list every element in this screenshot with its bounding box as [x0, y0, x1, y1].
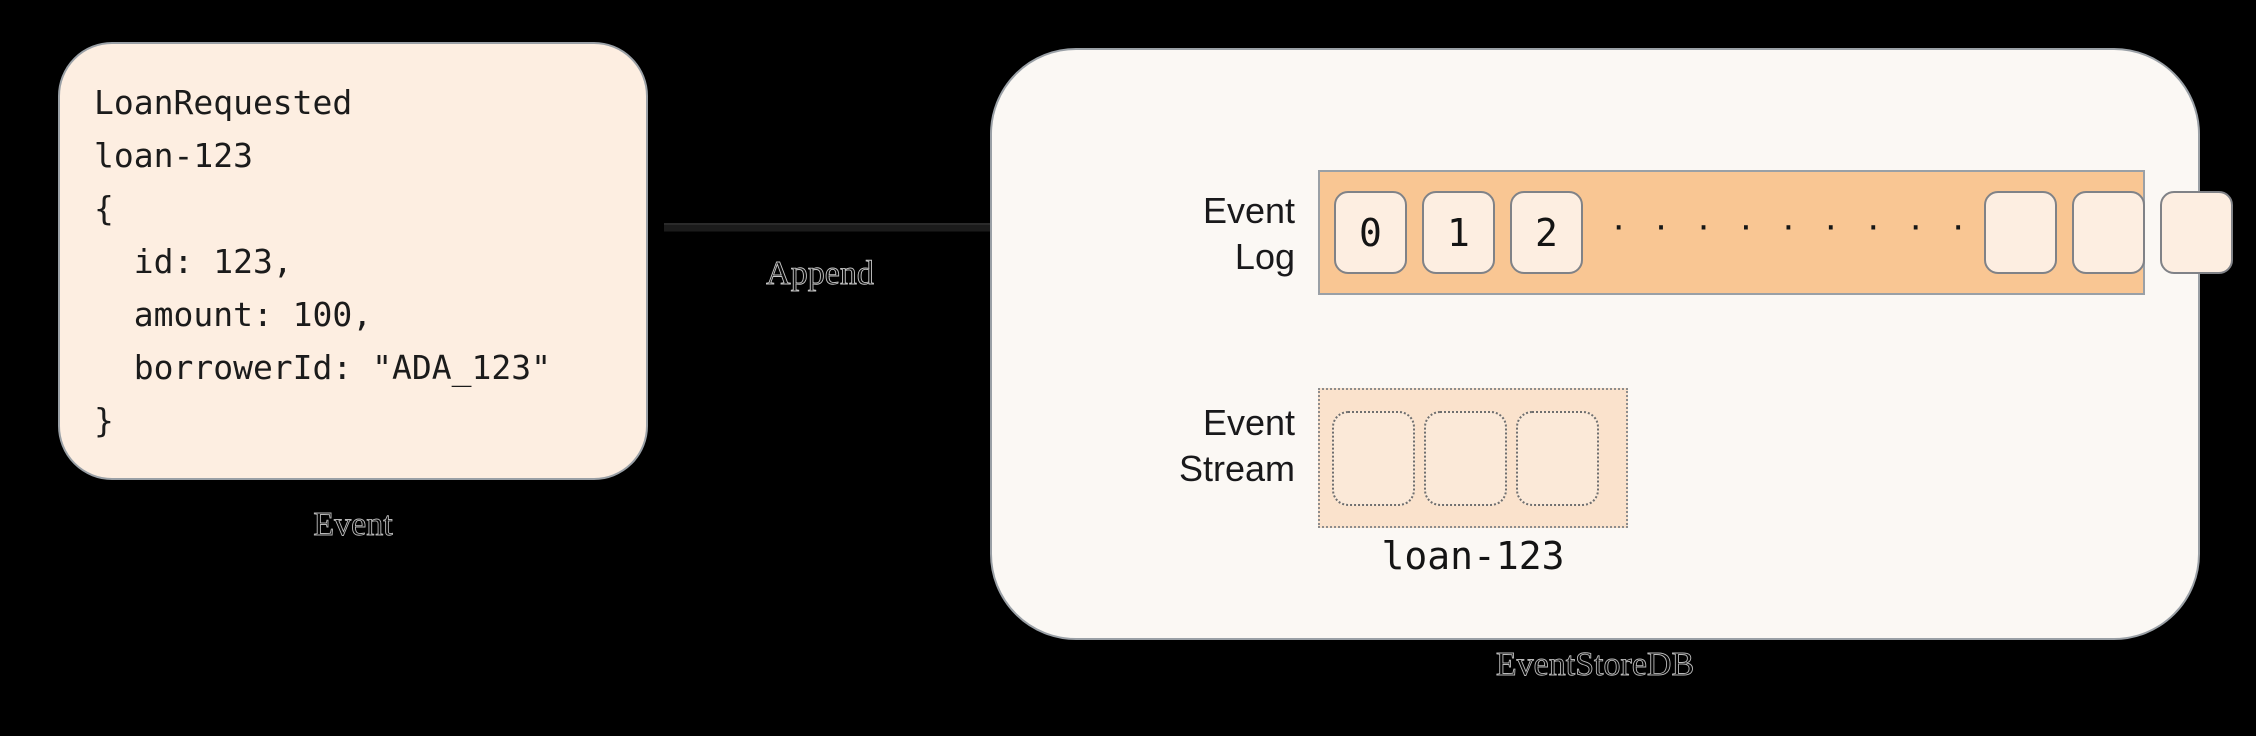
event-log-cell-empty — [2071, 191, 2145, 274]
event-stream-name: loan-123 — [1381, 534, 1565, 578]
event-stream-strip — [1318, 388, 1628, 528]
event-store-db-card — [990, 48, 2200, 640]
event-log-cell: 1 — [1422, 191, 1495, 274]
event-card: LoanRequested loan-123 { id: 123, amount… — [58, 42, 648, 480]
event-store-db-caption: EventStoreDB — [1495, 646, 1695, 684]
event-log-cell-empty — [1983, 191, 2057, 274]
event-log-ellipsis: · · · · · · · · · — [1612, 202, 1974, 247]
event-stream-cell — [1516, 410, 1599, 506]
event-log-cell: 0 — [1334, 191, 1407, 274]
event-payload-code: LoanRequested loan-123 { id: 123, amount… — [94, 83, 551, 440]
append-arrow-label: Append — [766, 255, 875, 293]
event-card-caption: Event — [313, 506, 393, 544]
event-stream-label: Event Stream — [1178, 402, 1295, 489]
event-log-label: Event Log — [1202, 190, 1295, 277]
event-stream-cell — [1332, 410, 1415, 506]
event-log-cell-empty — [2159, 191, 2233, 274]
event-log-strip: 0 1 2 · · · · · · · · · — [1318, 170, 2233, 295]
event-stream-cell — [1424, 410, 1507, 506]
event-log-cell: 2 — [1510, 191, 1583, 274]
